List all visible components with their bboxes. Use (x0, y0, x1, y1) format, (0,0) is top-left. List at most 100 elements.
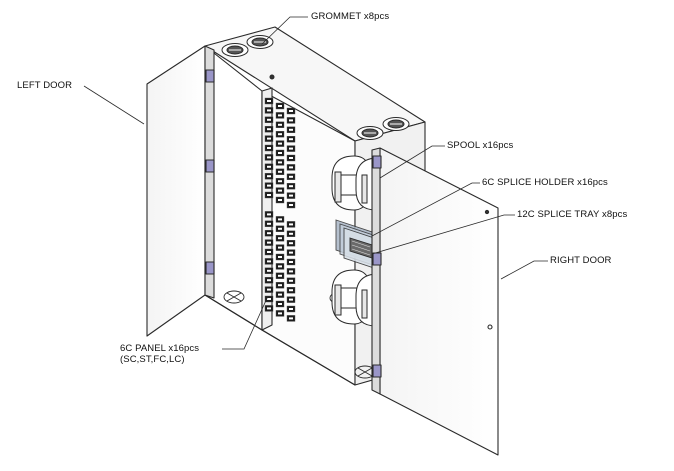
adapter-port-hole (267, 184, 271, 187)
adapter-port-hole (267, 241, 271, 244)
adapter-port-hole (267, 288, 271, 291)
adapter-port-hole (278, 246, 282, 249)
adapter-port-hole (267, 298, 271, 300)
adapter-port-hole (289, 298, 293, 301)
adapter-panel-grid (264, 97, 296, 322)
adapter-port-hole (289, 157, 293, 159)
adapter-port-hole (289, 317, 293, 320)
adapter-port-hole (289, 261, 293, 263)
adapter-port-hole (267, 232, 271, 235)
leader-right-door (500, 260, 548, 280)
adapter-port-hole (278, 199, 282, 201)
adapter-port-hole (267, 156, 271, 159)
adapter-port-hole (289, 279, 293, 282)
leader-spool (379, 145, 445, 179)
adapter-port-hole (278, 180, 282, 183)
adapter-port-hole (278, 170, 282, 173)
adapter-port-hole (278, 312, 282, 315)
adapter-port-hole (267, 109, 271, 112)
label-splice-holder: 6C SPLICE HOLDER x16pcs (482, 177, 608, 188)
adapter-port-hole (267, 118, 271, 121)
adapter-port-hole (267, 165, 271, 168)
adapter-port-hole (278, 152, 282, 154)
lock-icon (487, 324, 493, 330)
adapter-port-hole (267, 213, 271, 216)
leader-splice-holder (371, 182, 480, 237)
grommet-group (221, 35, 410, 140)
adapter-port-hole (278, 142, 282, 145)
adapter-port-hole (289, 119, 293, 122)
adapter-port-hole (289, 194, 293, 197)
label-spool: SPOOL x16pcs (447, 140, 514, 151)
adapter-port-hole (278, 227, 282, 230)
adapter-port-hole (289, 251, 293, 254)
adapter-port-hole (278, 284, 282, 287)
adapter-port-hole (267, 128, 271, 131)
grommet-icon (356, 126, 384, 140)
adapter-port-hole (289, 204, 293, 206)
adapter-port-hole (278, 123, 282, 126)
cabinet-divider (261, 87, 273, 331)
label-left-door: LEFT DOOR (17, 80, 73, 91)
hinge-icon (205, 69, 215, 83)
hinge-icon (372, 155, 382, 169)
adapter-port-hole (267, 147, 271, 149)
adapter-port-hole (267, 260, 271, 263)
adapter-port-hole (267, 251, 271, 253)
leader-grommet (261, 16, 308, 45)
hinge-icon (205, 159, 215, 173)
adapter-port-hole (267, 175, 271, 178)
grommet-icon (382, 117, 410, 131)
label-grommet: GROMMET x8pcs (311, 11, 390, 22)
grommet-icon (246, 35, 274, 49)
adapter-port-hole (289, 308, 293, 310)
adapter-port-hole (278, 133, 282, 136)
hinge-icon (372, 252, 382, 266)
adapter-port-hole (289, 147, 293, 150)
knockout-icon (223, 290, 245, 304)
right-door (371, 147, 499, 456)
adapter-port-hole (278, 274, 282, 277)
leader-lines (83, 16, 548, 350)
label-panel-line1: 6C PANEL x16pcs (120, 343, 200, 354)
adapter-port-hole (278, 256, 282, 258)
adapter-port-hole (289, 270, 293, 273)
label-splice-tray: 12C SPLICE TRAY x8pcs (517, 209, 628, 220)
adapter-port-hole (289, 232, 293, 235)
adapter-port-hole (278, 293, 282, 296)
adapter-port-hole (278, 105, 282, 107)
adapter-port-hole (267, 269, 271, 272)
adapter-port-hole (289, 110, 293, 112)
adapter-port-hole (267, 222, 271, 225)
label-panel: 6C PANEL x16pcs (SC,ST,FC,LC) (120, 343, 199, 365)
leader-splice-tray (371, 214, 515, 255)
label-panel-line2: (SC,ST,FC,LC) (120, 354, 185, 365)
grommet-icon (221, 43, 249, 57)
adapter-port-hole (278, 189, 282, 192)
adapter-port-hole (289, 138, 293, 141)
adapter-port-hole (278, 265, 282, 268)
adapter-port-hole (278, 237, 282, 240)
adapter-port-hole (267, 307, 271, 310)
adapter-port-hole (289, 223, 293, 226)
left-door (146, 45, 215, 337)
hinge-icon (205, 261, 215, 275)
adapter-port-hole (278, 114, 282, 117)
adapter-port-hole (289, 128, 293, 131)
adapter-port-hole (289, 289, 293, 292)
adapter-port-hole (278, 161, 282, 164)
adapter-port-hole (267, 137, 271, 140)
adapter-port-hole (289, 185, 293, 188)
adapter-port-hole (289, 166, 293, 169)
adapter-port-hole (289, 175, 293, 178)
adapter-port-hole (267, 100, 271, 102)
leader-left-door (83, 85, 145, 125)
label-right-door: RIGHT DOOR (550, 255, 612, 266)
splice-tray-stack (335, 219, 381, 271)
hinge-icon (372, 364, 382, 378)
adapter-port-hole (267, 279, 271, 282)
adapter-port-hole (267, 194, 271, 196)
leader-panel (222, 295, 269, 350)
adapter-port-hole (289, 242, 293, 245)
